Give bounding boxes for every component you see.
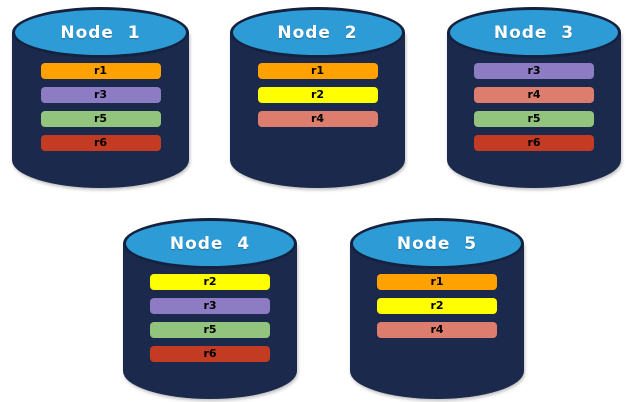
node-3-cylinder-top-ellipse: Node 3 [447,7,621,58]
replica-badge: r6 [150,346,270,362]
node-2-cylinder-top-ellipse: Node 2 [230,7,405,58]
node-3-cylinder-body [447,32,621,188]
node-3-title: Node 3 [493,23,575,43]
replica-badge: r5 [150,322,270,338]
replica-badge: r4 [377,322,497,338]
node-1-cylinder: Node 1 r1 r3 r5 r6 [12,7,189,188]
replica-badge: r6 [474,135,594,151]
replica-badge: r2 [257,87,378,103]
node-2-cylinder-body [230,32,405,188]
node-1-title: Node 1 [60,23,141,43]
node-2-replica-list: r1 r2 r4 [230,63,405,127]
replica-badge: r1 [377,274,497,290]
replica-badge: r3 [40,87,161,103]
replica-badge: r6 [40,135,161,151]
replica-badge: r1 [40,63,161,79]
replica-badge: r3 [474,63,594,79]
replica-badge: r2 [377,298,497,314]
node-1-cylinder-body [12,32,189,188]
node-4-cylinder-body [123,243,297,399]
node-2-cylinder: Node 2 r1 r2 r4 [230,7,405,188]
node-5-title: Node 5 [396,234,478,254]
replica-badge: r3 [150,298,270,314]
node-4-cylinder: Node 4 r2 r3 r5 r6 [123,218,297,399]
node-5-replica-list: r1 r2 r4 [350,274,524,338]
node-3-replica-list: r3 r4 r5 r6 [447,63,621,151]
replica-badge: r4 [257,111,378,127]
replica-badge: r4 [474,87,594,103]
node-3-cylinder: Node 3 r3 r4 r5 r6 [447,7,621,188]
node-4-cylinder-top-ellipse: Node 4 [123,218,297,269]
replica-badge: r5 [474,111,594,127]
replica-badge: r5 [40,111,161,127]
node-5-cylinder-body [350,243,524,399]
node-2-title: Node 2 [277,23,358,43]
node-1-replica-list: r1 r3 r5 r6 [12,63,189,151]
node-4-replica-list: r2 r3 r5 r6 [123,274,297,362]
node-5-cylinder: Node 5 r1 r2 r4 [350,218,524,399]
replica-badge: r2 [150,274,270,290]
node-4-title: Node 4 [169,234,251,254]
node-5-cylinder-top-ellipse: Node 5 [350,218,524,269]
replica-badge: r1 [257,63,378,79]
node-1-cylinder-top-ellipse: Node 1 [12,7,189,58]
